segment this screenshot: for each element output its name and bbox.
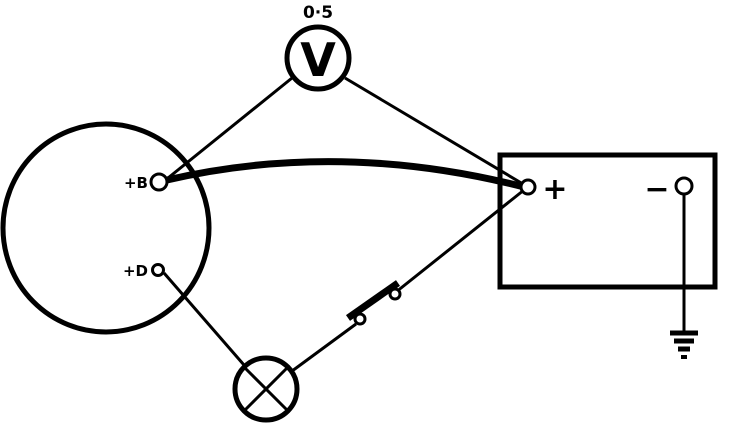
- battery-negative-terminal: [674, 176, 694, 196]
- alternator-b-terminal-label: +B: [124, 174, 148, 192]
- charging-cable: [166, 158, 525, 191]
- switch-lever: [345, 280, 401, 321]
- switch-contact-upper: [388, 287, 402, 301]
- battery-positive-label: +: [542, 172, 567, 207]
- alternator-d-terminal: [151, 263, 165, 277]
- wire-switch-to-lamp: [287, 322, 357, 376]
- voltmeter-reading: 0·5: [303, 3, 333, 23]
- wire-d-terminal-to-lamp: [162, 272, 246, 366]
- alternator-circle: [0, 121, 212, 335]
- voltmeter-lead-left: [167, 76, 293, 180]
- alternator-b-terminal: [149, 172, 169, 192]
- battery-negative-label: −: [644, 172, 669, 207]
- wire-battery-to-switch: [395, 188, 525, 294]
- battery-box: [497, 152, 718, 290]
- switch-contact-lower: [353, 312, 367, 326]
- ground-icon: [670, 330, 698, 359]
- voltmeter-circle: [284, 24, 352, 92]
- voltmeter-symbol: V: [300, 33, 336, 87]
- alternator-d-terminal-label: +D: [123, 262, 148, 280]
- voltmeter-lead-right: [344, 76, 524, 186]
- battery-positive-terminal: [519, 178, 537, 196]
- warning-lamp-icon: [232, 355, 300, 423]
